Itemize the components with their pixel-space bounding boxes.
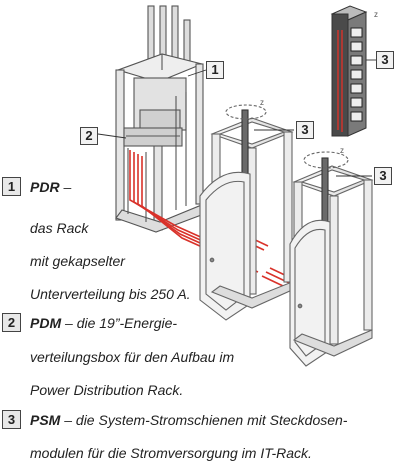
legend-2-term: PDM: [30, 315, 62, 331]
legend-1-dash: –: [63, 179, 72, 195]
legend-3-term: PSM: [30, 412, 61, 428]
legend-2-line-1: PDM – die 19”-Energie-: [30, 314, 177, 332]
legend-3-text-1: – die System-Stromschienen mit Steckdose…: [64, 412, 348, 428]
callout-2: 2: [80, 127, 98, 145]
legend-3-line-2: modulen für die Stromversorgung im IT-Ra…: [30, 445, 312, 461]
callout-1: 1: [206, 61, 224, 79]
legend-1-line-2: das Rack: [30, 220, 89, 236]
callout-3-right: 3: [374, 167, 392, 185]
legend-3-number: 3: [2, 410, 21, 429]
legend-2-line-3: Power Distribution Rack.: [30, 382, 184, 398]
legend-1-line-3: mit gekapselter: [30, 253, 125, 269]
callout-3-detail: 3: [376, 51, 394, 69]
legend-1-number: 1: [2, 177, 21, 196]
legend-2-number: 2: [2, 313, 21, 332]
callout-3-middle: 3: [296, 121, 314, 139]
axis-z-label-right: z: [340, 146, 344, 155]
axis-z-label-detail: z: [374, 10, 378, 19]
power-distribution-rack: [115, 5, 205, 233]
legend-1-line-4: Unterverteilung bis 250 A.: [30, 286, 191, 302]
legend-2-line-2: verteilungsbox für den Aufbau im: [30, 349, 235, 365]
axis-z-label-middle: z: [260, 98, 264, 107]
legend-1-term: PDR: [30, 179, 60, 195]
psm-detail: [330, 5, 368, 137]
legend-1-line-1: PDR –: [30, 178, 71, 196]
it-rack-middle: [199, 104, 294, 321]
legend-2-text-1: – die 19”-Energie-: [65, 315, 178, 331]
legend-3-line-1: PSM – die System-Stromschienen mit Steck…: [30, 411, 347, 429]
it-rack-right: [289, 151, 374, 367]
leader-lines: [97, 59, 376, 177]
